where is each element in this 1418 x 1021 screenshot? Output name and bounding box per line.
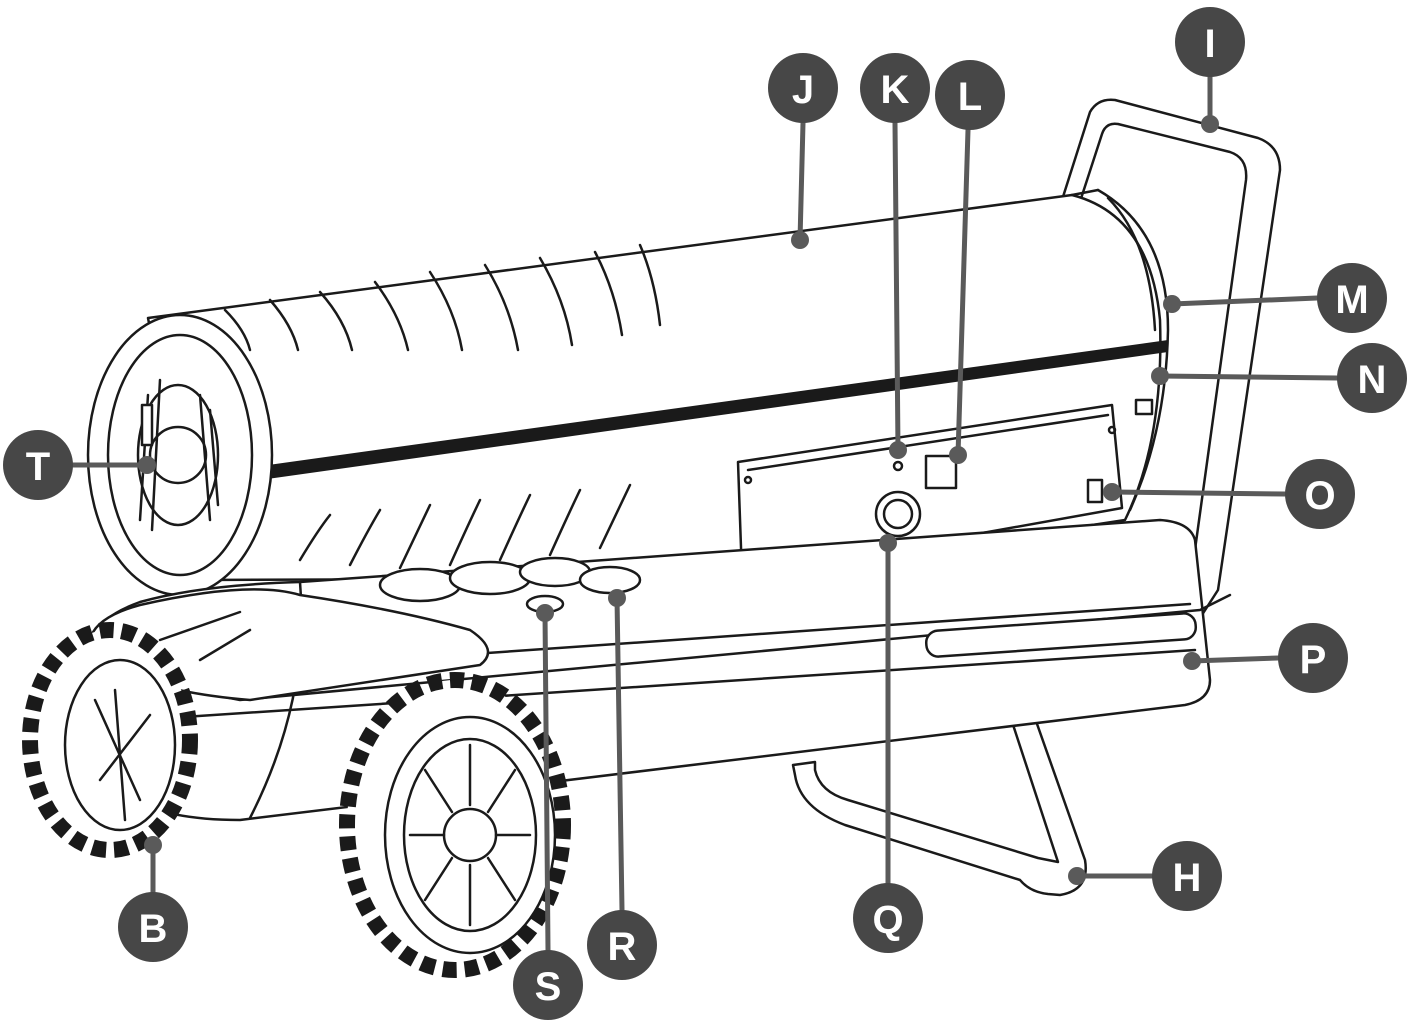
callout-letter: K	[881, 68, 910, 112]
callout-leader-line	[800, 123, 803, 240]
callout-letter: J	[792, 68, 814, 112]
callout-anchor-dot	[791, 231, 809, 249]
callout-anchor-dot	[138, 456, 156, 474]
callout-leader-line	[1172, 298, 1317, 304]
callout-letter: H	[1173, 856, 1202, 900]
callout-anchor-dot	[1151, 367, 1169, 385]
callout-letter: B	[139, 907, 168, 951]
callout-anchor-dot	[536, 604, 554, 622]
callout-leader-line	[1160, 376, 1337, 378]
rear-wheel	[30, 630, 190, 850]
callout-anchor-dot	[889, 441, 907, 459]
callout-h: H	[1068, 841, 1222, 911]
callout-anchor-dot	[1163, 295, 1181, 313]
callout-i: I	[1175, 7, 1245, 133]
callout-j: J	[768, 53, 838, 249]
callout-letter: M	[1335, 278, 1368, 322]
callout-letter: L	[958, 75, 982, 119]
callout-letter: P	[1300, 638, 1327, 682]
callout-anchor-dot	[1201, 115, 1219, 133]
callout-n: N	[1151, 343, 1407, 413]
callout-letter: I	[1204, 22, 1215, 66]
callout-anchor-dot	[949, 446, 967, 464]
callout-leader-line	[545, 613, 548, 950]
callout-anchor-dot	[1183, 652, 1201, 670]
callout-letter: Q	[872, 898, 903, 942]
callout-leader-line	[1112, 492, 1285, 494]
callout-leader-line	[1192, 658, 1278, 661]
callout-anchor-dot	[879, 534, 897, 552]
callout-letter: O	[1304, 474, 1335, 518]
callout-leader-line	[895, 123, 898, 450]
callout-anchor-dot	[1103, 483, 1121, 501]
callout-letter: T	[26, 445, 50, 489]
callout-letter: S	[535, 965, 562, 1009]
callout-letter: R	[608, 925, 637, 969]
callout-anchor-dot	[1068, 867, 1086, 885]
callout-anchor-dot	[144, 836, 162, 854]
callout-anchor-dot	[608, 589, 626, 607]
callout-m: M	[1163, 263, 1387, 333]
callout-letter: N	[1358, 358, 1387, 402]
front-wheel	[347, 680, 563, 970]
